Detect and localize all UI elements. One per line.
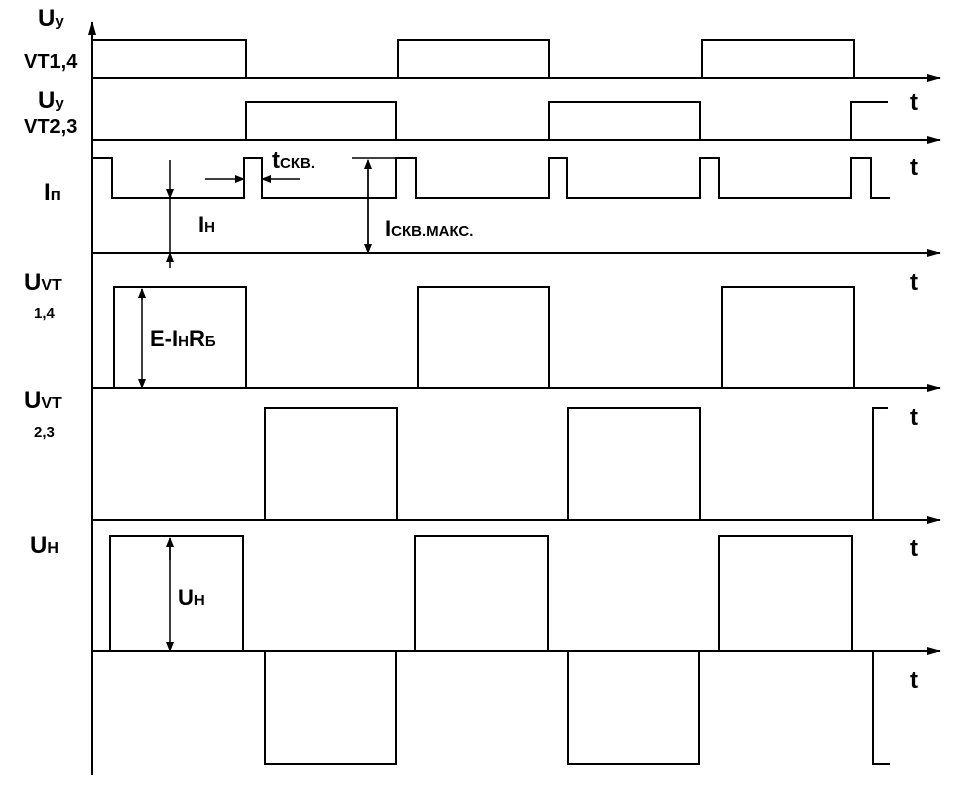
svg-text:UVT: UVT	[24, 269, 62, 296]
wave-uvt14-2	[417, 286, 550, 388]
svg-text:tСКВ.: tСКВ.	[272, 147, 315, 174]
t-label-7: t	[910, 667, 918, 694]
annotation-i-h: IН	[166, 160, 215, 268]
label-uvt23: UVT 2,3	[24, 387, 62, 441]
annotation-u-h: UН	[166, 537, 205, 652]
annotation-t-skv: tСКВ.	[205, 147, 315, 183]
svg-text:E-IНRБ: E-IНRБ	[150, 326, 216, 351]
t-label-6: t	[910, 535, 918, 562]
svg-text:UVT: UVT	[24, 387, 62, 414]
svg-text:Uу: Uу	[38, 87, 64, 114]
t-label-5: t	[910, 404, 918, 431]
svg-text:VT2,3: VT2,3	[24, 116, 77, 138]
svg-text:IН: IН	[198, 212, 215, 237]
annotation-e-ihrb: E-IНRБ	[138, 288, 216, 389]
label-uy-vt14: Uу VT1,4	[24, 5, 78, 73]
wave-uy-vt14	[92, 39, 855, 79]
t-label-4: t	[910, 269, 918, 296]
label-uvt14: UVT 1,4	[24, 269, 62, 322]
svg-text:Iп: Iп	[44, 179, 61, 206]
wave-uvt23-3	[872, 407, 888, 520]
svg-text:Uу: Uу	[38, 5, 64, 32]
annotation-i-skv-max: IСКВ.МАКС.	[352, 157, 473, 254]
t-label-2: t	[910, 89, 918, 116]
label-ip: Iп	[44, 179, 61, 206]
t-label-3: t	[910, 154, 918, 181]
svg-text:2,3: 2,3	[34, 424, 55, 441]
svg-text:1,4: 1,4	[34, 305, 56, 322]
wave-uvt23	[264, 407, 398, 520]
svg-text:UН: UН	[178, 585, 205, 610]
label-uh: UН	[30, 532, 59, 559]
wave-uh	[92, 535, 890, 765]
wave-ip	[92, 157, 890, 199]
label-uy-vt23: Uу VT2,3	[24, 87, 77, 138]
svg-text:VT1,4: VT1,4	[24, 51, 78, 73]
wave-uvt14	[113, 286, 247, 388]
wave-uvt23-2	[567, 407, 701, 520]
wave-uy-vt23	[92, 101, 888, 141]
svg-text:IСКВ.МАКС.: IСКВ.МАКС.	[385, 216, 473, 241]
wave-uvt14-3	[721, 286, 855, 388]
svg-text:UН: UН	[30, 532, 59, 559]
